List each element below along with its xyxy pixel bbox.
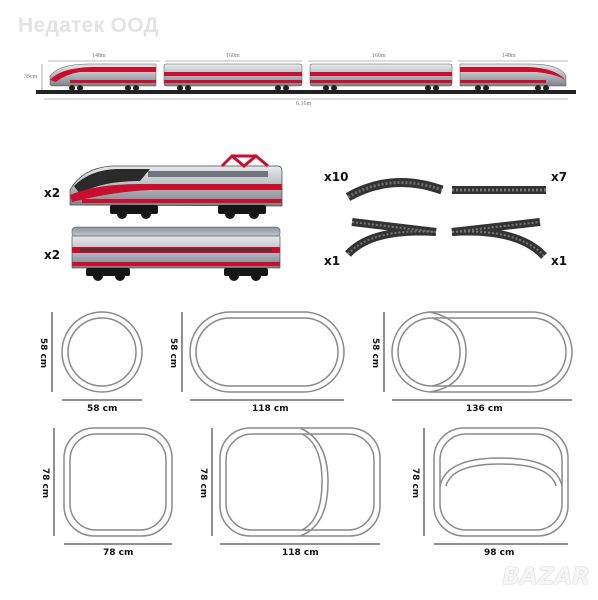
layout-3-height: 58 cm [370,337,381,369]
layout-oval-136 [391,311,573,393]
train-strip [36,60,576,100]
height-label: 35cm [24,74,38,80]
car-4-length: 148m [502,53,516,59]
car-2-length: 160m [226,53,240,59]
layout-6-width: 98 cm [484,548,515,558]
curved-track-image [345,178,444,201]
layout-4-height: 78 cm [40,467,51,499]
layout-6-height: 78 cm [410,467,421,499]
straight-track-image [452,186,546,194]
layout-square-78 [63,427,173,537]
car-1-length: 148m [92,53,106,59]
right-switch-track-image [451,218,547,259]
watermark-text: Недатек ООД [18,14,159,37]
layout-5-width: 118 cm [282,548,319,558]
curved-track-qty: x10 [324,170,349,184]
layout-3-width: 136 cm [466,404,503,414]
passenger-car-qty: x2 [44,248,61,262]
layout-2-height: 58 cm [168,337,179,369]
left-switch-track-image [345,218,437,257]
layout-1-height: 58 cm [38,337,49,369]
locomotive-qty: x2 [44,186,61,200]
straight-track-qty: x7 [551,170,568,184]
dimension-lines [51,312,572,545]
bazar-logo: BAZAR [502,564,590,590]
layout-1-width: 58 cm [87,404,118,414]
layout-double-oval-98 [433,427,569,537]
layout-2-width: 118 cm [252,404,289,414]
locomotive-image [69,153,283,219]
layout-5-height: 78 cm [198,467,209,499]
train-strip-cars [49,63,567,91]
passenger-car-image [71,226,281,281]
car-3-length: 160m [372,53,386,59]
layout-oval-118 [189,311,345,393]
layout-circle-58 [61,311,143,393]
right-switch-qty: x1 [551,254,568,268]
layout-double-loop-118 [219,427,381,537]
layout-4-width: 78 cm [103,548,134,558]
left-switch-qty: x1 [324,254,341,268]
total-length: 6.16m [296,101,312,107]
